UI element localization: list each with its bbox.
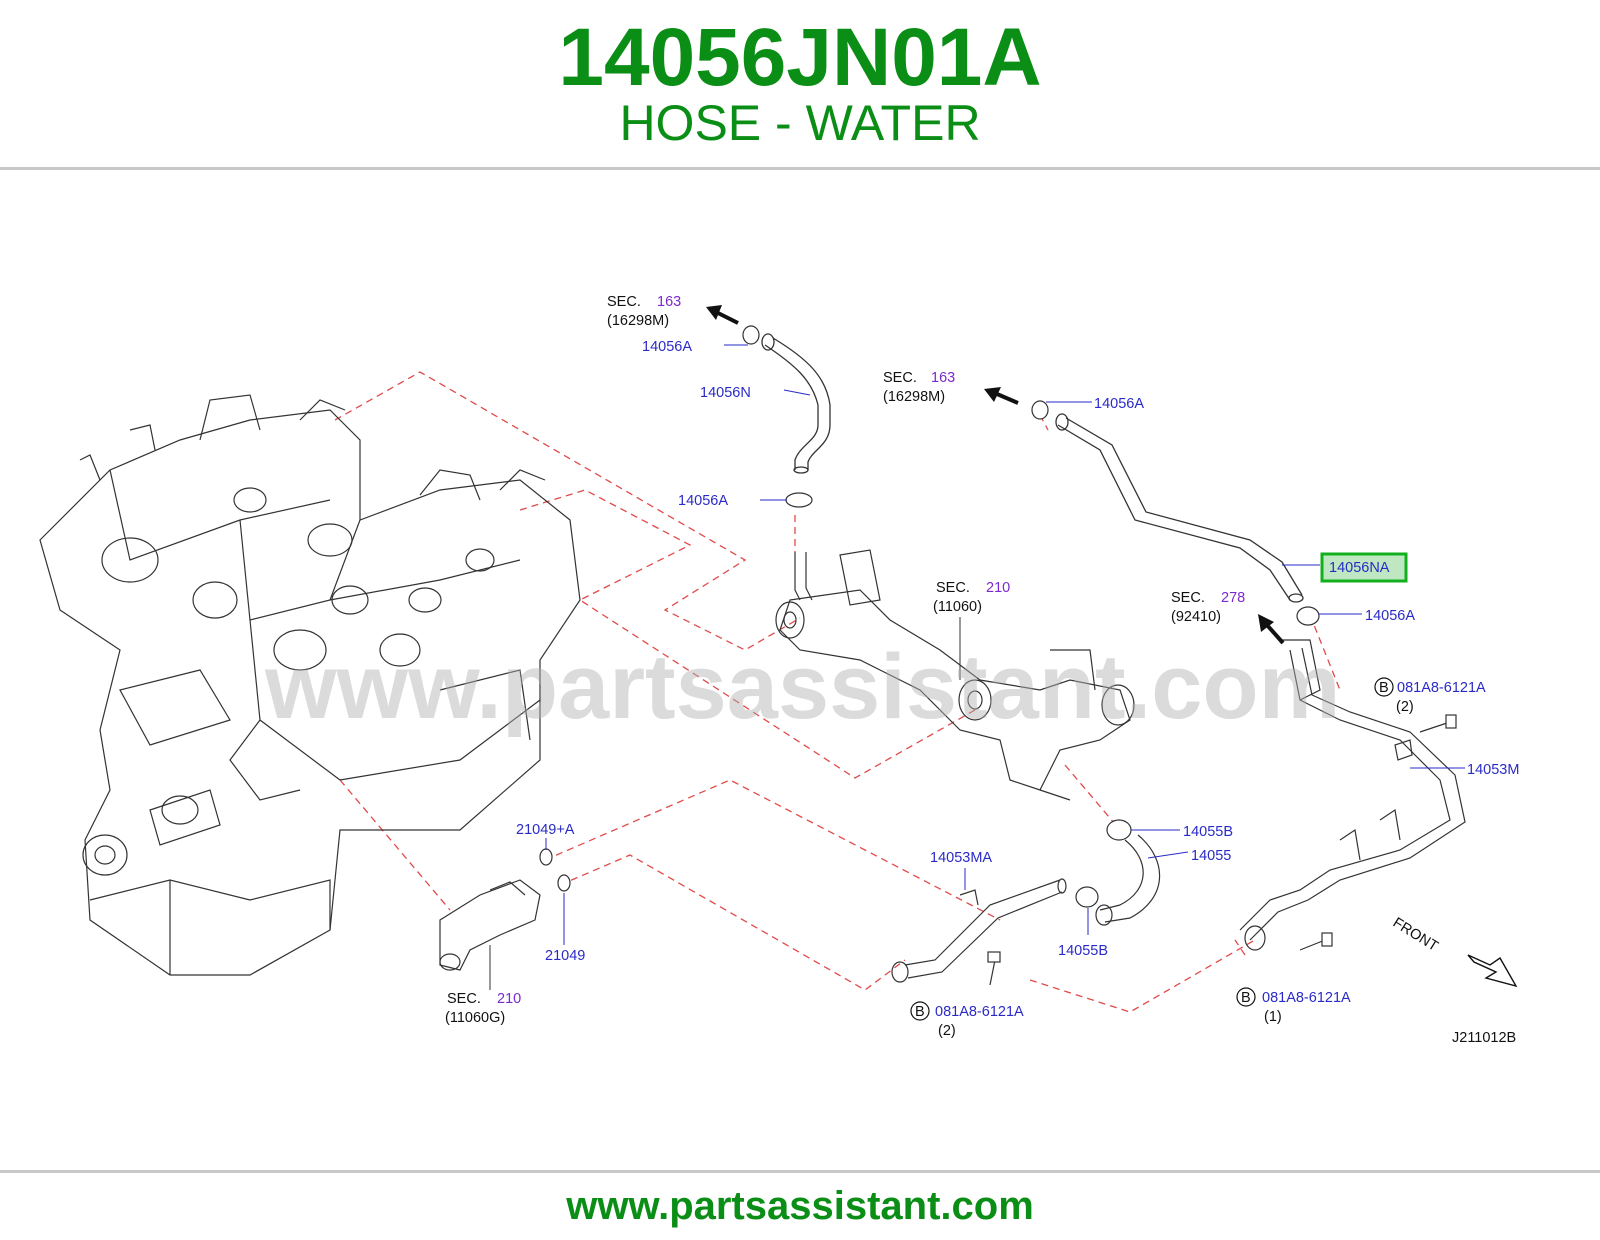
section-ref: (16298M) [883,389,945,405]
section-number: 210 [986,580,1010,596]
callout-14055b-2[interactable]: 14055B [1058,943,1108,959]
diagram-code: J211012B [1452,1030,1516,1046]
callout-14056a-4[interactable]: 14056A [1365,608,1415,624]
section-number: 278 [1221,590,1245,606]
thermostat-housing [439,879,541,971]
callout-bolt-1[interactable]: B 081A8-6121A (2) [1374,677,1486,715]
section-label-2: SEC. 163 (16298M) [883,370,955,405]
callout-bolt-2[interactable]: B 081A8-6121A (2) [910,1001,1024,1039]
bolt-marker: B [1379,680,1389,696]
callout-21049-a[interactable]: 21049+A [516,822,575,838]
bolt-marker: B [915,1004,925,1020]
parts-diagram: www.partsassistant.com SEC. 163 (16298M)… [39,294,1519,1046]
callout-21049[interactable]: 21049 [545,948,585,964]
top-divider [0,167,1600,170]
callout-quantity: (2) [1396,699,1414,715]
tube-14053m [1239,639,1466,951]
section-number: 163 [931,370,955,386]
callout-14055b-1[interactable]: 14055B [1183,824,1233,840]
footer-url[interactable]: www.partsassistant.com [566,1184,1034,1228]
section-ref: (11060G) [445,1010,505,1026]
callout-14053m[interactable]: 14053M [1467,762,1519,778]
callout-14056n[interactable]: 14056N [700,385,751,401]
part-name-subtitle: HOSE - WATER [619,95,981,151]
callout-14056a-1[interactable]: 14056A [642,339,692,355]
section-ref: (92410) [1171,609,1221,625]
section-label-1: SEC. 163 (16298M) [607,294,681,329]
section-label-3: SEC. 210 (11060) [933,580,1010,615]
callout-081a8-6121a-1: 081A8-6121A [1397,680,1486,696]
callout-14056a-3[interactable]: 14056A [1094,396,1144,412]
hose-14056n [761,333,831,474]
section-label-4: SEC. 278 (92410) [1171,590,1245,625]
callout-081a8-6121a-3: 081A8-6121A [1262,990,1351,1006]
callout-14056na[interactable]: 14056NA [1329,560,1390,576]
callout-14053ma[interactable]: 14053MA [930,850,992,866]
highlighted-part-box [1320,552,1408,583]
pipe-14053ma [891,878,1067,983]
callout-quantity: (1) [1264,1009,1282,1025]
section-prefix: SEC. [1171,590,1205,606]
front-arrow-icon [1467,954,1518,988]
clamp-parts [539,325,1320,908]
section-prefix: SEC. [447,991,481,1007]
callout-quantity: (2) [938,1023,956,1039]
section-leaders [489,617,961,990]
header: 14056JN01A HOSE - WATER [0,0,1600,170]
engine-block [39,394,581,976]
part-number-title: 14056JN01A [558,12,1042,103]
section-ref: (11060) [933,599,982,615]
section-label-5: SEC. 210 (11060G) [445,991,521,1026]
callout-14055[interactable]: 14055 [1191,848,1231,864]
section-prefix: SEC. [883,370,917,386]
hose-14055 [1095,834,1161,926]
watermark: www.partsassistant.com [264,636,1340,738]
callout-081a8-6121a-2: 081A8-6121A [935,1004,1024,1020]
hose-14056na [1055,413,1304,603]
bolt-parts [987,714,1457,986]
section-prefix: SEC. [936,580,970,596]
callout-14056a-2[interactable]: 14056A [678,493,728,509]
callout-bolt-3[interactable]: B 081A8-6121A (1) [1236,987,1351,1025]
callout-leaders [545,344,1465,945]
bottom-divider [0,1170,1600,1173]
water-outlet-assembly [775,549,1135,801]
section-prefix: SEC. [607,294,641,310]
direction-arrows [706,305,1285,645]
section-number: 210 [497,991,521,1007]
bolt-marker: B [1241,990,1251,1006]
section-ref: (16298M) [607,313,669,329]
section-number: 163 [657,294,681,310]
front-label: FRONT [1390,915,1441,955]
